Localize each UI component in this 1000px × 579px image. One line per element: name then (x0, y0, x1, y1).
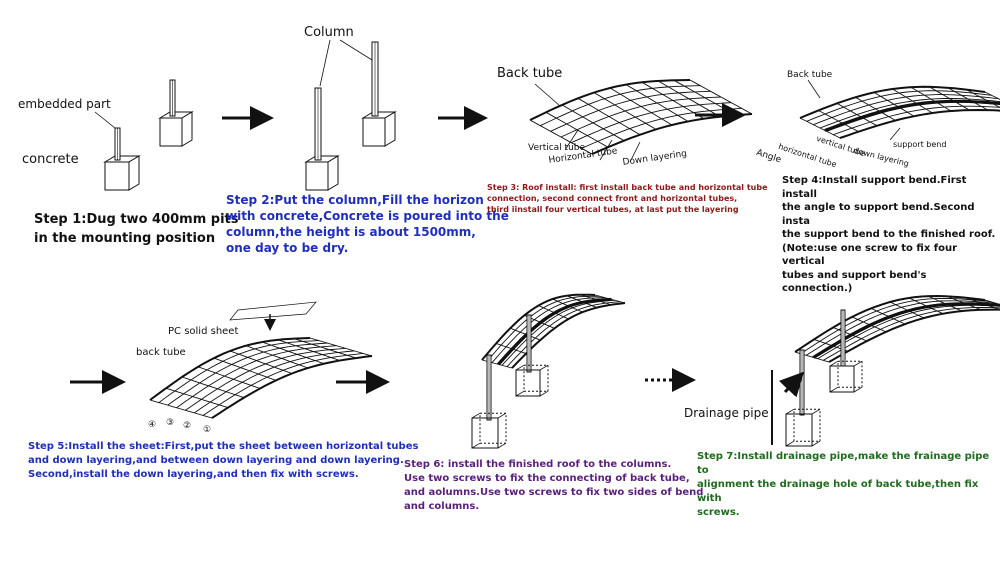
embedded-part-1 (114, 127, 121, 161)
footing-step6-front (471, 412, 507, 449)
back-tube-label-step3: Back tube (497, 66, 563, 81)
roof-frame-step3 (529, 79, 753, 155)
embedded-part-leader (94, 111, 116, 129)
step1-caption: Step 1:Dug two 400mm pits in the mountin… (34, 212, 239, 246)
back-tube-label-step5: back tube (136, 347, 186, 358)
column-post-2 (371, 41, 379, 117)
step6-caption: Step 6: install the finished roof to the… (404, 459, 704, 512)
footing-step7-back (829, 360, 863, 393)
number-3-marker: ③ (166, 418, 175, 428)
concrete-block-3 (304, 155, 340, 191)
vertical-tube-label-step3: Vertical tube (528, 143, 586, 153)
concrete-label: concrete (22, 152, 79, 167)
footing-step7-front (785, 408, 821, 447)
embedded-part-2 (169, 79, 176, 117)
column-post-1 (314, 87, 322, 161)
step3-leader-lines (534, 83, 641, 163)
footing-step6-back (515, 364, 549, 397)
column-post-step6-back (526, 314, 532, 373)
column-post-step7-back (840, 309, 846, 367)
concrete-block-4 (361, 111, 397, 147)
concrete-block-2 (158, 111, 194, 147)
step5-caption: Step 5:Install the sheet:First,put the s… (28, 441, 419, 480)
number-2-marker: ② (183, 421, 192, 431)
roof-frame-step7 (794, 294, 1000, 363)
column-post-step7-front (799, 349, 805, 416)
step4-caption: Step 4:Install support bend.First instal… (782, 175, 996, 294)
back-tube-label-step4: Back tube (787, 70, 833, 80)
roof-frame-step6 (481, 293, 626, 369)
number-4-marker: ④ (148, 420, 157, 430)
pc-solid-sheet-drawing (229, 301, 317, 331)
concrete-block-1 (103, 155, 141, 191)
pc-solid-sheet-label: PC solid sheet (168, 326, 239, 337)
step3-caption: Step 3: Roof install: first install back… (487, 183, 768, 214)
column-label: Column (304, 25, 354, 40)
step7-caption: Step 7:Install drainage pipe,make the fr… (697, 451, 990, 518)
roof-frame-step5 (149, 337, 373, 419)
column-leader-lines (319, 39, 373, 87)
number-1-marker: ① (203, 425, 212, 435)
drainage-pipe-label: Drainage pipe (684, 406, 769, 420)
step2-caption: Step 2:Put the column,Fill the horizon w… (226, 193, 509, 255)
drainage-pipe-drawing (771, 370, 805, 445)
support-bend-label: support bend (893, 140, 947, 149)
embedded-part-label: embedded part (18, 97, 111, 111)
step4-leader-lines (807, 79, 901, 141)
roof-frame-step4 (799, 85, 1000, 139)
column-post-step6-front (486, 354, 492, 421)
